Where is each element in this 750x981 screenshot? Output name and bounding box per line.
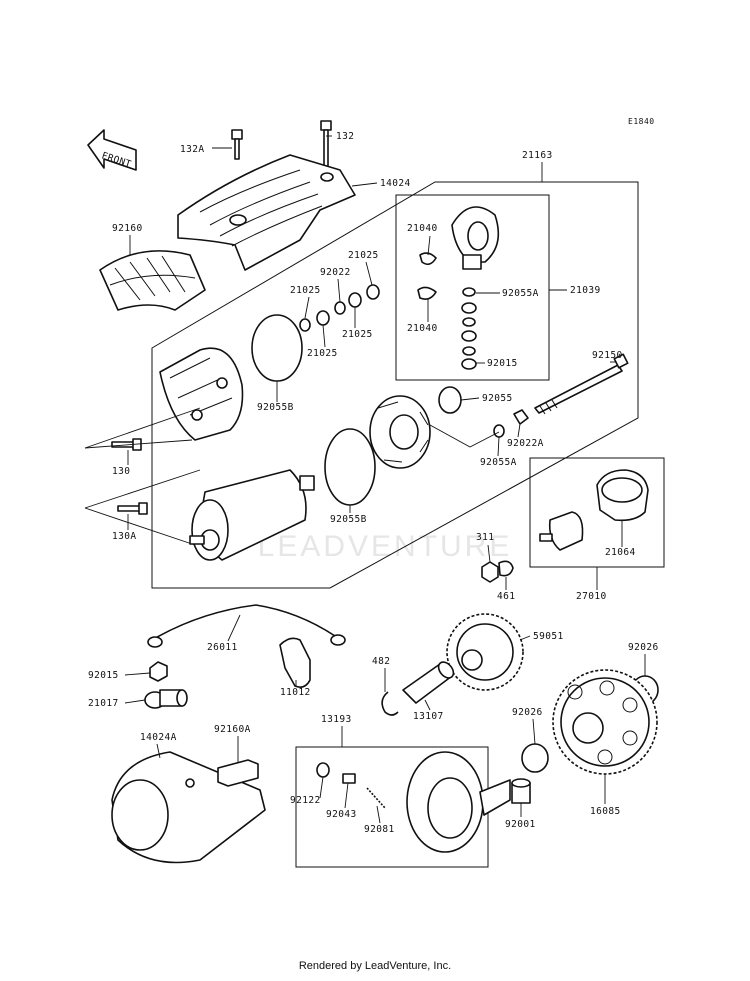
o-ring-92055 [438,386,462,414]
part-label: 21039 [570,285,601,296]
cover-92160a [217,759,259,787]
part-label: 132A [180,144,204,155]
part-label: 461 [497,591,515,602]
part-label: 92001 [505,819,536,830]
footer-credit: Rendered by LeadVenture, Inc. [298,960,452,972]
part-label: 21025 [290,285,321,296]
diagram-code: E1840 [628,117,655,126]
part-label: 27010 [576,591,607,602]
part-label: 21025 [307,348,338,359]
part-labels: 132A 132 14024 21163 92160 21040 21025 9… [88,131,659,835]
brush-holder-21039 [417,206,500,370]
part-label: 14024 [380,178,411,189]
long-bolt-92150 [534,353,629,415]
part-label: 92022A [507,438,544,449]
part-label: 482 [372,656,390,667]
pointer-lines [84,407,201,546]
part-label: 16085 [590,806,621,817]
bolt-130a [117,502,148,515]
part-label: 92055B [330,514,367,525]
gear-59051 [446,613,524,691]
part-label: 92015 [487,358,518,369]
front-arrow-icon: FRONT [87,129,137,171]
part-label: 21025 [348,250,379,261]
part-label: 311 [476,532,494,543]
nut-92015 [149,661,168,682]
watermark: LEADVENTURE [258,530,513,563]
starter-motor-body [189,469,315,561]
washer-set-21025 [299,284,380,332]
bolt-132a [231,129,243,160]
grommet-21017 [144,689,188,709]
gear-16085 [552,669,658,775]
part-label: 92055 [482,393,513,404]
part-label: 26011 [207,642,238,653]
cable-26011 [147,604,346,648]
rubber-cover-92160 [99,250,206,311]
relay-cover-21064 [596,469,649,522]
part-label: 130 [112,466,130,477]
part-label: 92150 [592,350,623,361]
part-label: 11012 [280,687,311,698]
o-ring-92055b-upper [251,314,303,382]
part-label: 92160 [112,223,143,234]
bolt-132 [320,120,332,171]
part-label: 92055A [502,288,539,299]
starter-cover-14024 [177,154,356,271]
part-label: 59051 [533,631,564,642]
part-label: 92055A [480,457,517,468]
part-label: 21040 [407,323,438,334]
part-label: 92160A [214,724,251,735]
part-label: 132 [336,131,354,142]
part-label: 92081 [364,824,395,835]
o-ring-92055a [493,424,505,438]
solenoid-switch [539,511,584,551]
part-label: 92043 [326,809,357,820]
part-label: 92122 [290,795,321,806]
o-ring-92055b-lower [324,428,376,506]
circlip-482 [381,691,399,716]
part-label: 21040 [407,223,438,234]
part-label: 92026 [512,707,543,718]
gear-92001 [511,778,531,804]
starter-clutch-13193 [316,751,511,853]
clip-461 [498,560,514,577]
part-label: 13107 [413,711,444,722]
nut-311 [481,561,499,583]
part-label: 92015 [88,670,119,681]
part-label: 92026 [628,642,659,653]
part-label: 21017 [88,698,119,709]
part-label: 21025 [342,329,373,340]
part-label: 21064 [605,547,636,558]
part-label: 130A [112,531,136,542]
brush-plate [369,395,431,469]
part-label: 21163 [522,150,553,161]
part-label: 92022 [320,267,351,278]
cover-14024a [111,751,266,864]
part-label: 14024A [140,732,177,743]
leader-lines [124,135,646,824]
starter-end-cover [159,347,244,441]
washer-92026-b [521,743,549,773]
cap-11012 [279,637,311,688]
part-label: 13193 [321,714,352,725]
nut-92022a [513,409,529,425]
shaft-13107 [402,661,455,704]
part-label: 92055B [257,402,294,413]
